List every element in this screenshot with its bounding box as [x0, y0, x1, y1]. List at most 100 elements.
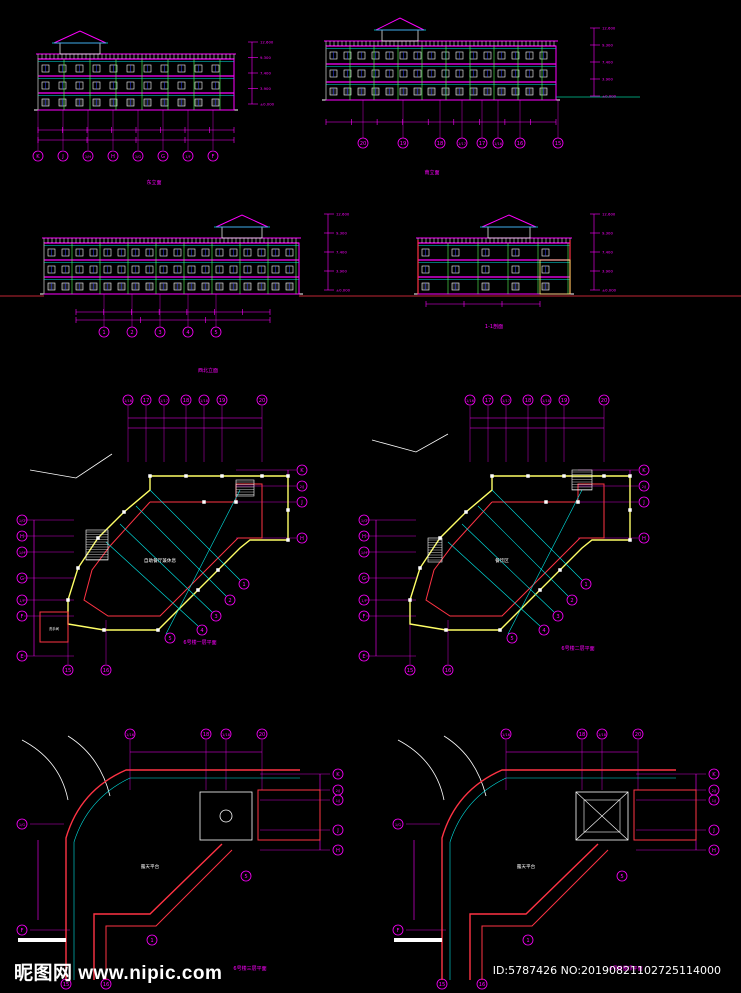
axis-label: H — [712, 848, 716, 854]
level-label: 3.900 — [602, 269, 613, 274]
axis-label: 3 — [214, 614, 217, 620]
structural-column — [526, 474, 530, 478]
axis-label: F — [212, 154, 215, 160]
axis-bubble — [16, 572, 28, 584]
axis-bubble — [616, 870, 628, 882]
exterior-wall — [409, 475, 631, 631]
axis-label: 5 — [214, 330, 217, 336]
structural-column — [234, 500, 238, 504]
level-label: ±0.000 — [602, 94, 617, 99]
axis-bubble — [180, 394, 192, 406]
axis-label: 5 — [168, 636, 171, 642]
axis-bubble — [16, 514, 28, 526]
section-stair — [539, 259, 571, 295]
axis-label: 1 — [102, 330, 105, 336]
axis-bubble — [464, 394, 476, 406]
pavilion-body — [487, 226, 531, 239]
room-label: 露天平台 — [141, 863, 160, 870]
axis-label: 1/16 — [124, 399, 133, 403]
diagonal-grid-line — [477, 505, 569, 597]
axis-bubble — [32, 150, 44, 162]
stair-outline — [235, 479, 255, 497]
axis-label: 20 — [259, 732, 266, 738]
axis-label: 1/18 — [598, 733, 607, 737]
level-label: 7.400 — [602, 250, 613, 255]
axis-label: 1/17 — [458, 142, 466, 146]
axis-bubble — [98, 326, 110, 338]
level-label: 3.900 — [260, 86, 271, 91]
terrace-inner-edge — [449, 777, 676, 980]
diagonal-grid-line — [119, 523, 213, 613]
site-road-curve — [397, 739, 445, 801]
axis-label: 2 — [570, 598, 573, 604]
pavilion-body — [381, 29, 419, 42]
axis-bubble — [296, 464, 308, 476]
level-label: 9.300 — [336, 231, 347, 236]
pavilion-roof — [375, 17, 425, 31]
axis-label: 16 — [103, 982, 110, 988]
axis-label: F — [21, 928, 24, 934]
axis-label: J — [336, 828, 339, 834]
structural-column — [544, 500, 548, 504]
diagonal-grid-line — [507, 489, 583, 635]
watermark-site: 昵图网 www.nipic.com — [14, 963, 223, 984]
axis-bubble — [16, 818, 28, 830]
axis-label: 18 — [437, 141, 444, 147]
level-label: 7.400 — [260, 71, 271, 76]
level-label: 9.300 — [260, 55, 271, 60]
axis-label: 1/16 — [466, 399, 475, 403]
structural-column — [66, 598, 70, 602]
axis-label: 1/16 — [126, 733, 135, 737]
axis-bubble — [500, 394, 512, 406]
axis-bubble — [16, 546, 28, 558]
level-label: 12.600 — [260, 40, 274, 45]
axis-label: H — [300, 536, 304, 542]
axis-bubble — [638, 496, 650, 508]
structural-column — [562, 474, 566, 478]
axis-label: 1/17 — [160, 399, 168, 403]
axis-bubble — [576, 728, 588, 740]
axis-bubble — [708, 768, 720, 780]
axis-label: 16 — [517, 141, 524, 147]
axis-label: 1/G — [395, 823, 401, 827]
exterior-wall — [67, 475, 289, 631]
axis-label: 1/F — [19, 599, 25, 603]
axis-bubble — [296, 480, 308, 492]
axis-label: G — [20, 576, 24, 582]
pavilion-body — [221, 226, 263, 239]
axis-bubble — [708, 794, 720, 806]
axis-label: 1/16 — [502, 733, 511, 737]
axis-bubble — [476, 137, 488, 149]
axis-bubble — [506, 632, 518, 644]
axis-label: 1/G — [361, 519, 367, 523]
axis-bubble — [358, 530, 370, 542]
axis-label: 19 — [400, 141, 407, 147]
upper-block — [633, 789, 697, 841]
structural-column — [444, 628, 448, 632]
axis-bubble — [198, 394, 210, 406]
axis-bubble — [332, 768, 344, 780]
plan-title: 6号楼一层平面 — [183, 639, 216, 646]
axis-label: 2/J — [300, 485, 305, 489]
plan-title: 6号楼三层平面 — [233, 965, 266, 972]
axis-bubble — [140, 394, 152, 406]
pavilion-roof — [481, 214, 537, 228]
level-label: 7.400 — [336, 250, 347, 255]
pavilion-body — [59, 42, 101, 55]
axis-label: H — [642, 536, 646, 542]
axis-label: J — [61, 154, 64, 160]
site-road-edge — [29, 453, 113, 479]
axis-label: F — [397, 928, 400, 934]
axis-bubble — [238, 578, 250, 590]
axis-bubble — [296, 496, 308, 508]
structural-column — [490, 474, 494, 478]
axis-label: 3 — [158, 330, 161, 336]
level-label: ±0.000 — [260, 102, 275, 107]
structural-column — [286, 538, 290, 542]
axis-bubble — [126, 326, 138, 338]
stair-tower — [199, 791, 253, 841]
axis-label: H — [336, 848, 340, 854]
axis-label: 20 — [360, 141, 367, 147]
axis-label: 1/H — [19, 551, 25, 555]
axis-label: 4 — [542, 628, 546, 634]
